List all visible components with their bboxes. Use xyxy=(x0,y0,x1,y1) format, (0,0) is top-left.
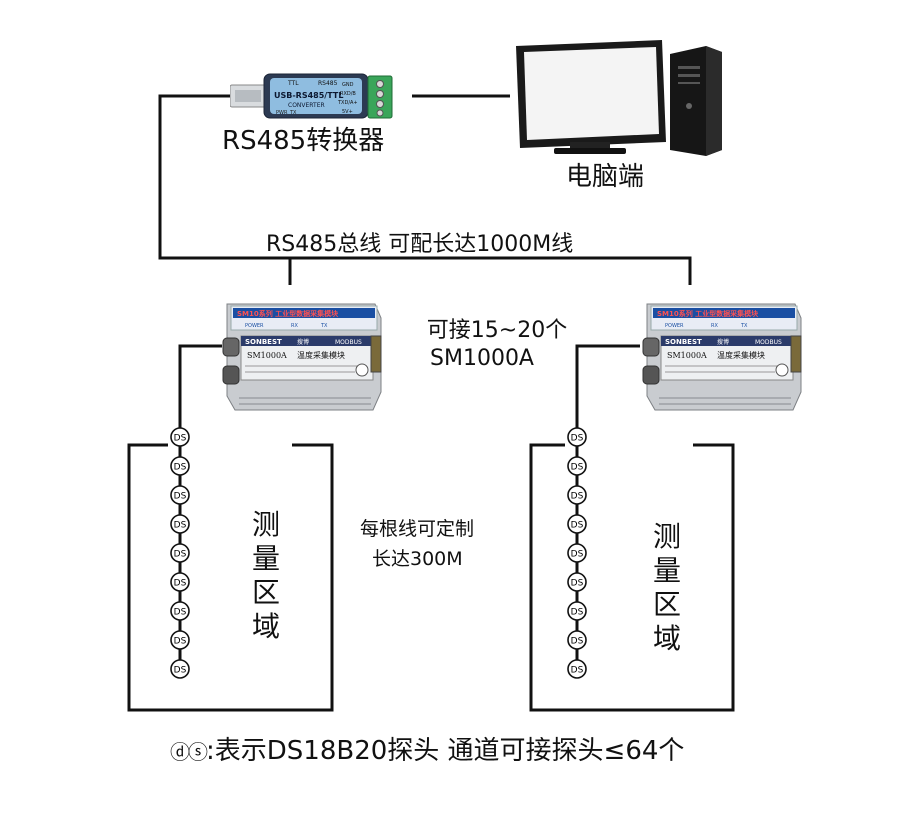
module-series-text: SM10系列 工业型数据采集模块 xyxy=(237,309,339,318)
ds-probe-label: DS xyxy=(571,521,584,531)
ds-probe-label: DS xyxy=(174,434,187,444)
area-char: 域 xyxy=(251,610,280,643)
ds-probe-label: DS xyxy=(174,521,187,531)
ds-probe-icon: DS xyxy=(170,485,190,505)
area-bracket-left xyxy=(127,443,334,712)
module-led-power: POWER xyxy=(665,323,684,329)
ds-probe-icon: DS xyxy=(170,630,190,650)
ds-probe-label: DS xyxy=(571,434,584,444)
measurement-area-label-left: 测 量 区 域 xyxy=(249,508,283,644)
probe-lead-right xyxy=(575,344,640,428)
measurement-area-label-right: 测 量 区 域 xyxy=(650,520,684,656)
ds-probe-label: DS xyxy=(571,579,584,589)
ds-probe-icon: DS xyxy=(170,659,190,679)
bus-label: RS485总线 可配长达1000M线 xyxy=(266,232,574,257)
area-bracket-right xyxy=(529,443,735,712)
ds-probe-icon: DS xyxy=(170,427,190,447)
computer-label: 电脑端 xyxy=(566,162,645,192)
ds-probe-label: DS xyxy=(174,492,187,502)
ds-probe-icon: DS xyxy=(170,456,190,476)
ds-probe-label: DS xyxy=(571,550,584,560)
module-led-rx: RX xyxy=(711,323,718,329)
ds-probe-label: DS xyxy=(571,666,584,676)
usb-rs485-converter-icon: TTL RS485 USB-RS485/TTL CONVERTER PWR TX… xyxy=(230,73,393,119)
probe-lead-left xyxy=(178,344,222,428)
footer-legend: ⓓⓢ:表示DS18B20探头 通道可接探头≤64个 xyxy=(170,730,684,767)
ds-probe-icon: DS xyxy=(567,543,587,563)
footer-legend-text: :表示DS18B20探头 通道可接探头≤64个 xyxy=(206,736,685,766)
converter-ttl-label: TTL xyxy=(287,80,299,87)
module-desc-text: 温度采集模块 xyxy=(717,350,765,360)
module-protocol-text: MODBUS xyxy=(335,339,362,346)
ds-probe-icon: DS xyxy=(170,572,190,592)
ds-probe-icon: DS xyxy=(170,514,190,534)
ds-probe-label: DS xyxy=(174,666,187,676)
module-body-icon: SM10系列 工业型数据采集模块 POWER RX TX SONBEST 搜博 … xyxy=(222,303,382,411)
computer-icon xyxy=(516,40,722,156)
area-char: 量 xyxy=(251,542,280,575)
ds-probe-label: DS xyxy=(571,492,584,502)
module-brand-cn-text: 搜博 xyxy=(717,338,729,346)
ds-probe-icon: DS xyxy=(567,514,587,534)
ds-probe-icon: DS xyxy=(170,543,190,563)
converter-model-text: USB-RS485/TTL xyxy=(274,91,343,100)
area-char: 区 xyxy=(251,576,280,609)
module-series-text: SM10系列 工业型数据采集模块 xyxy=(657,309,759,318)
ds-probe-label: DS xyxy=(571,608,584,618)
converter-pin-rxd: RXD/B xyxy=(340,91,356,97)
ds-probe-icon: DS xyxy=(567,427,587,447)
converter-pin-txd: TXD/A+ xyxy=(337,100,358,106)
module-model-text: SM1000A xyxy=(247,351,287,360)
module-note-line1: 可接15~20个 xyxy=(426,318,568,343)
area-char: 测 xyxy=(652,520,681,553)
module-brand-text: SONBEST xyxy=(245,338,282,346)
module-brand-text: SONBEST xyxy=(665,338,702,346)
module-note-line2: SM1000A xyxy=(430,346,534,371)
ds-probe-label: DS xyxy=(174,579,187,589)
ds-probe-label: DS xyxy=(174,550,187,560)
bus-line-left xyxy=(158,94,692,285)
converter-pin-gnd: GND xyxy=(342,82,354,88)
module-protocol-text: MODBUS xyxy=(755,339,782,346)
converter-rs485-label: RS485 xyxy=(318,80,338,87)
ds-probe-label: DS xyxy=(174,463,187,473)
ds-probe-icon: DS xyxy=(567,659,587,679)
ds-probe-icon: DS xyxy=(567,630,587,650)
ds-probe-label: DS xyxy=(174,637,187,647)
area-char: 域 xyxy=(652,622,681,655)
probe-group: DS DS DS DS DS DS DS DS DS DS DS DS DS DS DS DS DS DS xyxy=(170,427,587,679)
area-char: 测 xyxy=(251,508,280,541)
module-led-rx: RX xyxy=(291,323,298,329)
module-brand-cn-text: 搜博 xyxy=(297,338,309,346)
converter-label: RS485转换器 xyxy=(222,126,385,156)
module-desc-text: 温度采集模块 xyxy=(297,350,345,360)
module-led-tx: TX xyxy=(320,323,328,329)
area-char: 区 xyxy=(652,588,681,621)
converter-sub-text: CONVERTER xyxy=(288,102,325,109)
ds-probe-label: DS xyxy=(174,608,187,618)
module-model-text: SM1000A xyxy=(667,351,707,360)
sm1000a-module-right: SM10系列 工业型数据采集模块 POWER RX TX SONBEST 搜博 … xyxy=(625,300,805,418)
converter-led-pwr: PWR xyxy=(276,110,288,116)
sm1000a-module-left: SM10系列 工业型数据采集模块 POWER RX TX SONBEST 搜博 … xyxy=(205,300,385,418)
wire-note-line1: 每根线可定制 xyxy=(360,518,475,540)
module-body-icon: SM10系列 工业型数据采集模块 POWER RX TX SONBEST 搜博 … xyxy=(642,303,802,411)
ds-probe-icon: DS xyxy=(567,572,587,592)
ds-probe-icon: DS xyxy=(170,601,190,621)
ds-probe-icon: DS xyxy=(567,485,587,505)
module-led-power: POWER xyxy=(245,323,264,329)
converter-led-tx: TX xyxy=(289,110,297,116)
ds-probe-label: DS xyxy=(571,637,584,647)
area-char: 量 xyxy=(652,554,681,587)
converter-pin-5v: 5V+ xyxy=(342,109,353,115)
ds-probe-icon: DS xyxy=(567,456,587,476)
ds-legend-symbol: ⓓⓢ xyxy=(170,740,208,764)
ds-probe-icon: DS xyxy=(567,601,587,621)
wire-note-line2: 长达300M xyxy=(372,548,463,570)
module-led-tx: TX xyxy=(740,323,748,329)
ds-probe-label: DS xyxy=(571,463,584,473)
